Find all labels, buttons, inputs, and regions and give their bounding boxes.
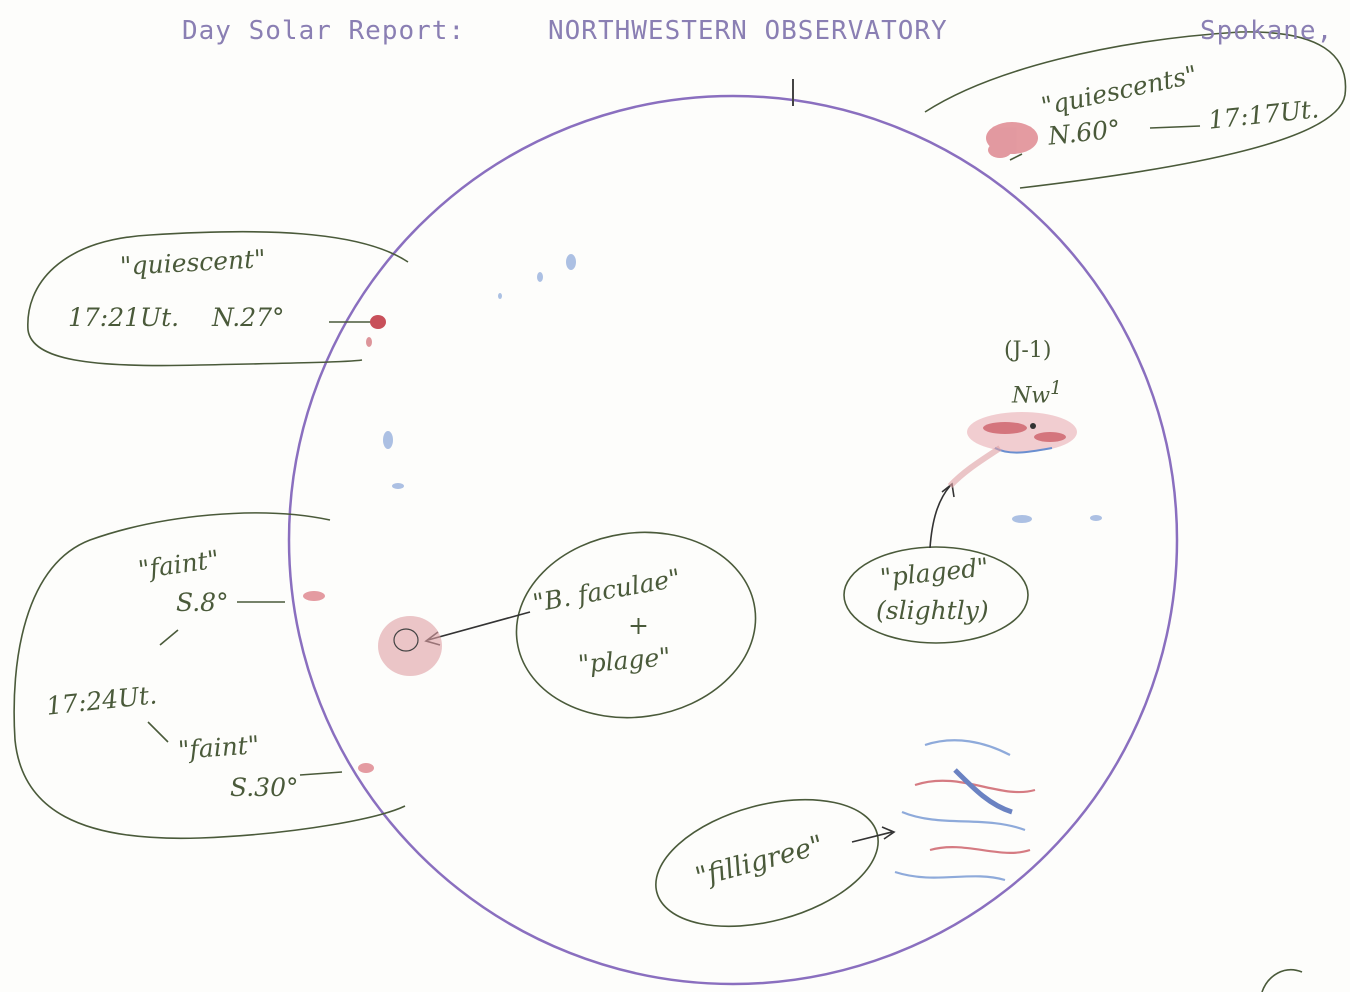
leader-line bbox=[1009, 153, 1023, 161]
leader-line bbox=[299, 771, 343, 776]
quiescents-ne-balloon bbox=[924, 31, 1347, 189]
sunspot-group-j1 bbox=[947, 412, 1077, 489]
faint-position-2: S.30° bbox=[230, 773, 299, 802]
faculae-line-2: + bbox=[628, 611, 649, 640]
faculae-arrow bbox=[427, 611, 531, 641]
faint-prominence-s30 bbox=[358, 763, 374, 773]
observatory-name: NORTHWESTERN OBSERVATORY bbox=[548, 16, 948, 46]
group-designation: Nw1 bbox=[1012, 378, 1062, 409]
leader-line bbox=[1149, 125, 1201, 129]
group-name: (J-1) bbox=[1004, 338, 1052, 363]
quiescent-label: "quiescent" bbox=[119, 244, 267, 281]
filligree-balloon bbox=[655, 798, 879, 928]
quiescent-nw-balloon bbox=[27, 230, 409, 367]
leader-line bbox=[147, 721, 169, 743]
faculae-plage-region bbox=[378, 616, 442, 676]
filigree-region bbox=[894, 739, 1036, 882]
faint-label-2: "faint" bbox=[177, 730, 261, 765]
quiescent-prominence-nw bbox=[366, 315, 386, 347]
plaged-line-2: (slightly) bbox=[876, 596, 989, 625]
faint-position-1: S.8° bbox=[176, 588, 229, 617]
faint-sw-balloon bbox=[13, 512, 406, 840]
quiescents-position: N.60° bbox=[1046, 114, 1122, 151]
location: Spokane, bbox=[1200, 16, 1334, 46]
arrowhead-icon bbox=[881, 826, 896, 840]
solar-disk bbox=[287, 94, 1179, 986]
group-superscript: 1 bbox=[1050, 378, 1062, 399]
quiescent-time: 17:21Ut. bbox=[68, 303, 180, 332]
blue-markings bbox=[383, 254, 1102, 523]
faint-prominence-s8 bbox=[303, 591, 325, 601]
plaged-arrow bbox=[929, 485, 951, 549]
quiescent-prominence-ne bbox=[986, 122, 1038, 158]
signature-flourish bbox=[1261, 968, 1303, 992]
filligree-arrow bbox=[851, 831, 893, 843]
faculae-balloon bbox=[515, 531, 757, 719]
faculae-line-3: "plage" bbox=[576, 642, 672, 679]
quiescent-position: N.27° bbox=[212, 303, 285, 332]
group-designation-text: Nw bbox=[1012, 383, 1051, 409]
plaged-balloon bbox=[843, 546, 1029, 644]
report-title: Day Solar Report: bbox=[182, 16, 466, 46]
leader-line bbox=[159, 629, 179, 646]
